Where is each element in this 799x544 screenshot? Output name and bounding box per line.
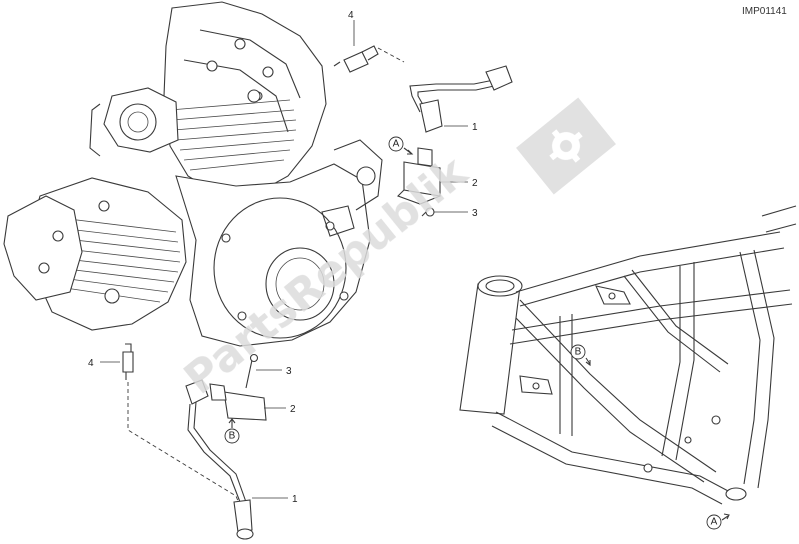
top-ignition-assembly (333, 45, 513, 217)
top-screw (421, 207, 435, 217)
callout-bottom-screw: 3 (286, 366, 292, 377)
gear-icon (516, 97, 616, 195)
frame-illustration (459, 205, 797, 505)
svg-text:A: A (711, 517, 718, 528)
bottom-screw (245, 353, 259, 389)
top-coil-cable (409, 65, 513, 133)
svg-text:A: A (393, 139, 400, 150)
bottom-coil-cable (185, 379, 254, 540)
svg-text:B: B (229, 431, 236, 442)
route-marker-b-coil: B (224, 418, 240, 444)
callout-bottom-coil: 2 (290, 404, 296, 415)
bottom-ignition-assembly (122, 343, 267, 540)
leader-lines (100, 20, 468, 499)
callout-bottom-coil-cable: 1 (292, 494, 298, 505)
reference-code: IMP01141 (742, 6, 787, 17)
route-marker-b-frame: B (570, 344, 591, 367)
route-marker-a-coil: A (388, 136, 414, 155)
callout-top-coil: 2 (472, 178, 478, 189)
svg-text:B: B (575, 347, 582, 358)
bottom-spark-plug (122, 343, 134, 380)
callout-top-screw: 3 (472, 208, 478, 219)
callout-top-coil-cable: 1 (472, 122, 478, 133)
callout-bottom-spark-plug: 4 (88, 358, 94, 369)
top-ignition-coil (397, 147, 441, 205)
bottom-ignition-coil (209, 383, 267, 421)
callout-top-spark-plug: 4 (348, 10, 354, 21)
route-marker-a-frame: A (706, 513, 730, 530)
engine-illustration (3, 1, 383, 347)
top-spark-plug (333, 45, 379, 73)
